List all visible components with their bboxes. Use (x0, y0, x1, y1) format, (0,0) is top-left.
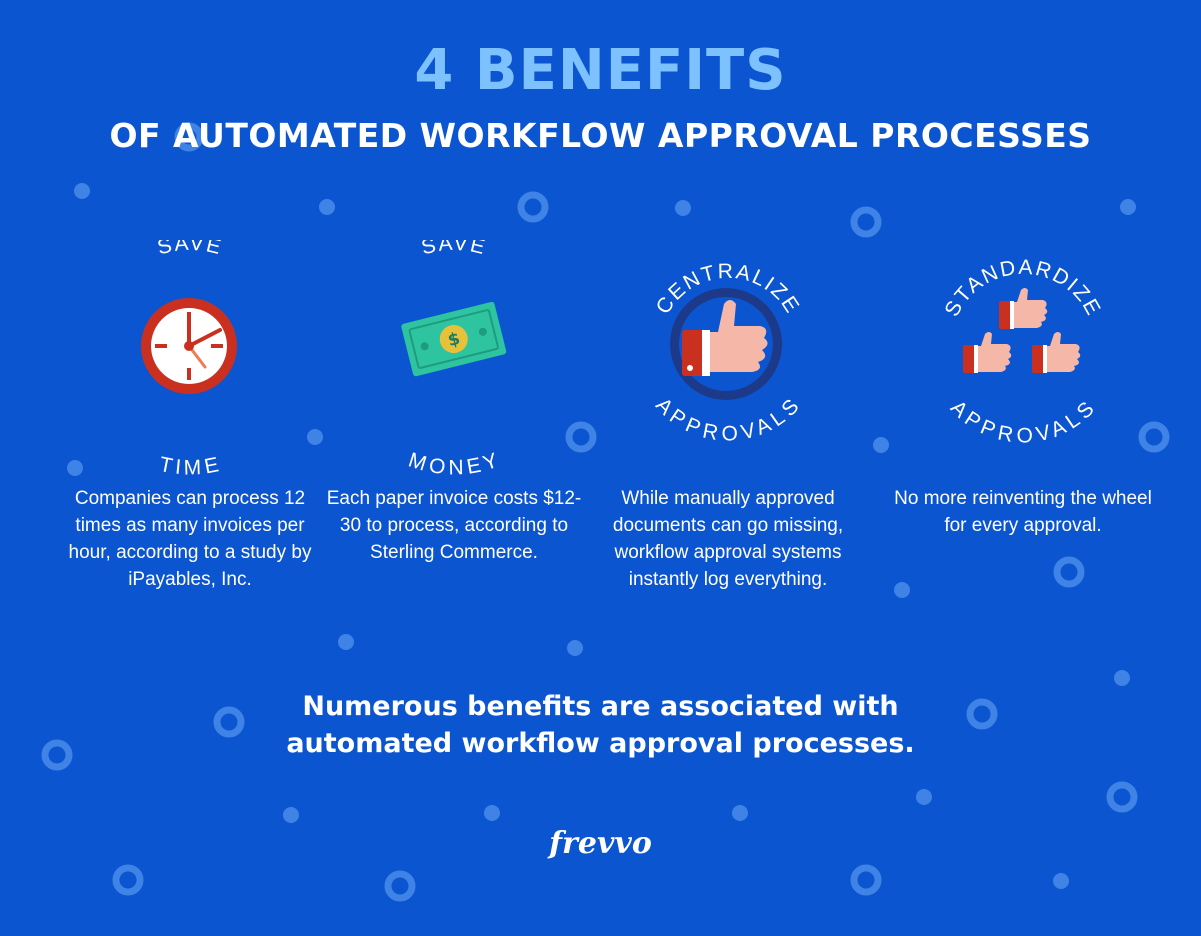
page-title: 4 BENEFITS (414, 38, 787, 103)
benefit-description: While manually approved documents can go… (612, 488, 844, 590)
benefit-bottom-label: APPROVALS (946, 396, 1100, 448)
clock-icon (141, 298, 237, 394)
benefit-art: SAVE TIME (141, 240, 237, 480)
three-thumbs-up-icon (963, 288, 1081, 373)
benefit-card-standardize-approvals: STANDARDIZE APPROVALS No more reinventin… (893, 240, 1153, 660)
benefit-art: CENTRALIZE APPROVALS (651, 260, 805, 446)
benefit-art: SAVE MONEY $ (401, 240, 507, 480)
frevvo-logo: frevvo (549, 826, 652, 861)
benefit-bottom-label: APPROVALS (651, 394, 805, 446)
page-subtitle: OF AUTOMATED WORKFLOW APPROVAL PROCESSES (109, 116, 1092, 155)
benefit-description: No more reinventing the wheel for every … (894, 488, 1152, 536)
summary-text: Numerous benefits are associated with au… (0, 688, 1201, 762)
benefit-card-centralize-approvals: CENTRALIZE APPROVALS While manually appr… (598, 240, 858, 660)
benefit-description: Each paper invoice costs $12-30 to proce… (326, 488, 582, 563)
money-icon: $ (401, 301, 507, 377)
benefit-art: STANDARDIZE APPROVALS (940, 256, 1103, 448)
benefit-top-label: SAVE (419, 240, 489, 259)
benefit-card-save-time: SAVE TIME Companies can process 12 times… (60, 240, 320, 660)
benefit-bottom-label: MONEY (406, 448, 503, 479)
summary-line-1: Numerous benefits are associated with (302, 691, 899, 722)
summary-line-2: automated workflow approval processes. (286, 728, 915, 759)
benefit-bottom-label: TIME (157, 453, 222, 480)
benefit-top-label: SAVE (155, 240, 225, 259)
benefit-description: Companies can process 12 times as many i… (68, 488, 312, 590)
thumbs-up-icon (670, 288, 782, 400)
svg-text:$: $ (446, 329, 462, 351)
benefit-card-save-money: SAVE MONEY $ Each paper invoice costs $1… (324, 240, 584, 660)
